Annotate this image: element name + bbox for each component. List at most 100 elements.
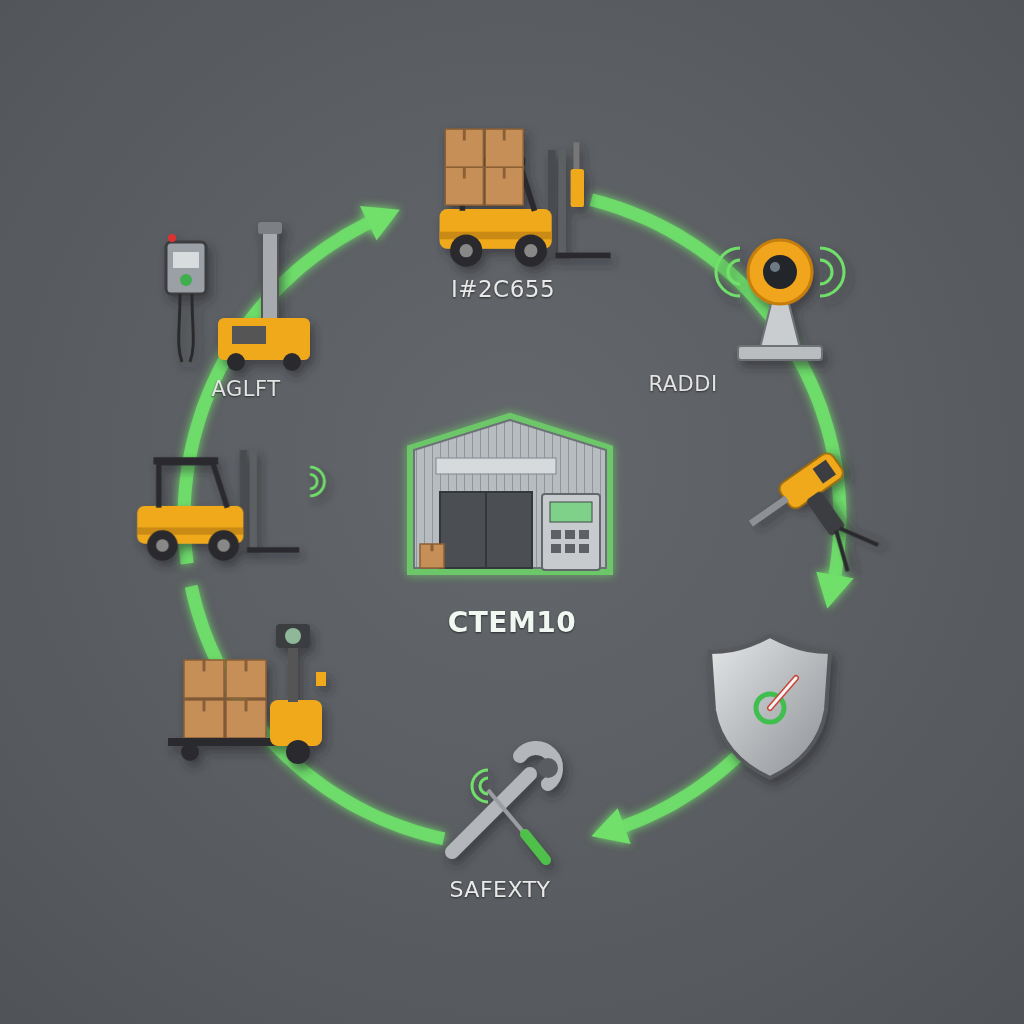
panel-key [579, 530, 589, 539]
arrow-head [591, 808, 630, 844]
agv-icon [166, 222, 310, 371]
signal-wave [728, 260, 740, 284]
camera-head [748, 240, 812, 304]
cab-roof [153, 457, 218, 464]
box-tape [503, 129, 506, 140]
box-tape [431, 544, 434, 551]
cargo-box [420, 544, 444, 568]
cargo-box [226, 660, 266, 698]
forklift-icon [440, 129, 611, 267]
camera-icon [716, 240, 844, 360]
screwdriver-handle [525, 834, 546, 860]
camera-lens [763, 255, 797, 289]
cycle-arc [191, 586, 444, 839]
control-button [180, 274, 192, 286]
lens-glint [770, 262, 780, 272]
icon-label: I#2C655 [451, 276, 555, 302]
panel-key [579, 544, 589, 553]
box-tape [463, 167, 466, 178]
cargo-box [445, 129, 483, 167]
warehouse-glow [410, 416, 610, 572]
icon-label: SAFEXTY [449, 877, 550, 902]
truck-handle [316, 672, 326, 686]
panel-key [551, 530, 561, 539]
agv-panel [232, 326, 266, 344]
arrow-head [816, 572, 853, 609]
door-split [485, 492, 487, 568]
fork [247, 547, 299, 552]
cargo-box [184, 700, 224, 738]
cable [179, 294, 194, 362]
wheel [181, 743, 199, 761]
mast [558, 150, 566, 256]
gauge-needle [770, 678, 796, 708]
panel-screen [550, 502, 592, 522]
hub [156, 539, 169, 552]
hub [217, 539, 230, 552]
signal-wave [472, 770, 488, 802]
cargo-box [485, 129, 523, 167]
box-tape [503, 167, 506, 178]
warehouse-sign [436, 458, 556, 474]
hub [460, 244, 473, 257]
box-tape [463, 129, 466, 140]
box-tape [245, 660, 248, 671]
signal-wave [310, 474, 317, 488]
wheel [283, 353, 301, 371]
camera-base [738, 346, 822, 360]
cargo-box [445, 167, 483, 205]
signal-wave [820, 260, 832, 284]
sensor-pole [574, 142, 580, 169]
agv-top [258, 222, 282, 234]
wheel [450, 235, 482, 267]
mast [250, 450, 257, 551]
icon-label: AGLFT [211, 377, 280, 401]
wrench-jaw [538, 758, 558, 778]
box-tape [245, 700, 248, 711]
wheel [286, 740, 310, 764]
control-screen [173, 252, 199, 268]
drill-bit [749, 496, 789, 527]
forklift-icon [137, 450, 324, 561]
cargo-box [226, 700, 266, 738]
sensor [571, 169, 584, 207]
agv-body [218, 318, 310, 360]
drill-vent [813, 460, 836, 484]
control-lamp [168, 234, 176, 242]
wheel [208, 530, 239, 561]
box-tape [203, 660, 206, 671]
wheel [227, 353, 245, 371]
panel-key [565, 530, 575, 539]
fork [556, 253, 611, 259]
shield-icon [710, 636, 830, 778]
truck-light [285, 628, 301, 644]
truck-base [270, 700, 322, 746]
box-tape [203, 700, 206, 711]
cargo-box [485, 167, 523, 205]
shield [710, 636, 830, 778]
control-box [166, 242, 206, 294]
pallet-deck [168, 738, 278, 746]
panel-key [565, 544, 575, 553]
wrench-icon [452, 748, 558, 860]
drill-icon [742, 450, 892, 601]
drill-leg [839, 516, 878, 558]
signal-wave [480, 778, 488, 794]
warehouse-icon [410, 416, 610, 572]
icon-label: RADDI [648, 372, 717, 396]
warehouse-door [440, 492, 532, 568]
wheel [147, 530, 178, 561]
gauge-needle [770, 678, 796, 708]
cargo-box [184, 660, 224, 698]
arrow-head [360, 206, 400, 240]
signal-wave [820, 248, 844, 296]
control-panel [542, 494, 600, 570]
signal-wave [716, 248, 740, 296]
wheel [515, 235, 547, 267]
agv-mast [262, 230, 278, 322]
camera-stand [760, 300, 800, 348]
cycle-arc [591, 200, 840, 575]
hub [524, 244, 537, 257]
panel-key [551, 544, 561, 553]
